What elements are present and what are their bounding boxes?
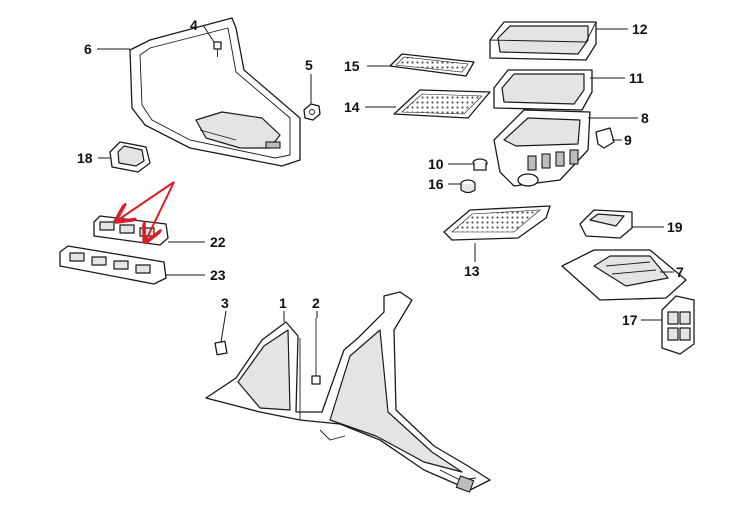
part-19-switch xyxy=(579,209,633,239)
part-2-screw xyxy=(311,318,321,385)
callout-16: 16 xyxy=(428,176,444,192)
callout-1: 1 xyxy=(279,295,287,311)
callout-15: 15 xyxy=(344,58,360,74)
part-12-storage-box xyxy=(489,21,597,61)
callout-18: 18 xyxy=(77,150,93,166)
callout-3: 3 xyxy=(221,295,229,311)
part-22-switch-panel xyxy=(93,215,169,246)
callout-14: 14 xyxy=(344,99,360,115)
callout-10: 10 xyxy=(428,156,444,172)
part-1-center-console xyxy=(205,291,491,493)
part-13-grille xyxy=(443,205,551,241)
callout-5: 5 xyxy=(305,57,313,73)
callout-9: 9 xyxy=(624,132,632,148)
part-15-grille xyxy=(389,53,475,77)
callout-13: 13 xyxy=(464,263,480,279)
callout-8: 8 xyxy=(641,110,649,126)
leader-lines xyxy=(97,24,674,343)
callout-23: 23 xyxy=(210,267,226,283)
callout-6: 6 xyxy=(84,41,92,57)
part-14-grille xyxy=(393,89,491,119)
part-23-switch-panel xyxy=(59,245,167,285)
part-7-bezel xyxy=(561,249,687,301)
part-5-nut xyxy=(303,103,321,121)
callout-2: 2 xyxy=(312,295,320,311)
callout-4: 4 xyxy=(190,17,198,33)
part-17-bracket xyxy=(661,295,695,355)
part-9-clip xyxy=(595,127,615,149)
callout-7: 7 xyxy=(676,264,684,280)
part-18-cover xyxy=(109,141,151,173)
callout-12: 12 xyxy=(632,21,648,37)
part-3-clip xyxy=(214,340,228,356)
highlight-arrows xyxy=(118,181,175,240)
part-4-screw xyxy=(213,41,222,57)
part-16-grommet xyxy=(460,179,476,194)
part-8-housing xyxy=(493,109,591,187)
callout-labels: 6 4 5 15 14 12 11 8 9 10 16 18 22 23 13 … xyxy=(77,17,684,328)
part-10-plug xyxy=(472,158,488,171)
callout-19: 19 xyxy=(667,219,683,235)
callout-22: 22 xyxy=(210,234,226,250)
callout-17: 17 xyxy=(622,312,638,328)
callout-11: 11 xyxy=(629,70,644,86)
part-6-shift-surround xyxy=(129,17,301,167)
part-11-storage-box xyxy=(493,69,593,111)
